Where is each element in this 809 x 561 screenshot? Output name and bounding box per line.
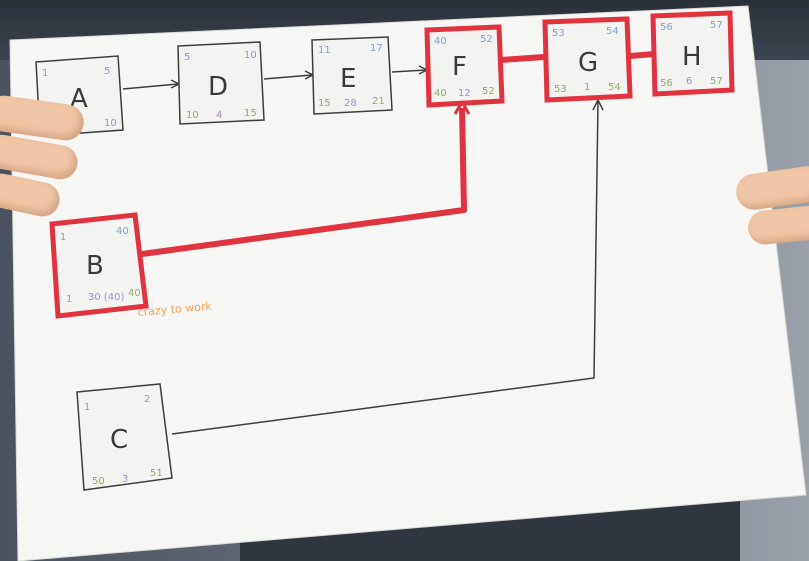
node-b-ef: 40 — [116, 226, 129, 237]
arrow-d-e — [263, 74, 313, 80]
node-c-label: C — [110, 425, 128, 455]
node-e-ef: 17 — [370, 43, 383, 54]
node-f-es: 40 — [434, 36, 447, 47]
node-e-es: 11 — [318, 45, 331, 56]
arrow-c-g — [171, 101, 599, 435]
node-d-label: D — [208, 72, 228, 102]
node-e-box — [311, 36, 393, 115]
node-d-dur: 4 — [216, 110, 222, 121]
node-d-ef: 10 — [244, 50, 257, 61]
node-h-ef: 57 — [710, 20, 723, 31]
node-f-lf: 52 — [482, 86, 495, 97]
node-c-box — [76, 383, 173, 491]
node-a-lf: 10 — [104, 118, 117, 129]
node-d-es: 5 — [184, 52, 190, 63]
node-c: C 1 2 50 3 51 — [76, 383, 173, 491]
node-b: B 1 40 1 30 (40) 40 — [49, 212, 149, 319]
node-b-lf: 40 — [128, 288, 141, 299]
critical-f-g — [500, 54, 545, 63]
node-f-dur: 12 — [458, 88, 471, 99]
node-g-lf: 54 — [608, 82, 621, 93]
node-c-ls: 50 — [92, 476, 105, 487]
node-b-es: 1 — [60, 232, 66, 243]
node-e-ls: 15 — [318, 98, 331, 109]
node-h-ls: 56 — [660, 78, 673, 89]
node-g: G 53 54 53 1 54 — [542, 16, 633, 103]
node-h-es: 56 — [660, 22, 673, 33]
node-a-ef: 5 — [104, 66, 110, 77]
node-h-label: H — [682, 42, 702, 72]
node-h-dur: 6 — [686, 76, 692, 87]
node-f-ls: 40 — [434, 88, 447, 99]
critical-g-h — [629, 51, 655, 59]
node-e-dur: 28 — [344, 98, 357, 109]
node-e: E 11 17 15 28 21 — [311, 36, 393, 115]
node-g-es: 53 — [552, 28, 565, 39]
node-c-ef: 2 — [144, 394, 150, 405]
node-d-box — [177, 41, 265, 125]
arrow-a-d — [122, 83, 179, 90]
node-g-ef: 54 — [606, 26, 619, 37]
node-b-ls: 1 — [66, 294, 72, 305]
critical-path — [141, 51, 655, 257]
node-e-label: E — [340, 64, 356, 94]
node-g-ls: 53 — [554, 84, 567, 95]
node-f: F 40 52 40 12 52 — [424, 24, 505, 108]
node-b-box — [49, 212, 149, 319]
node-h: H 56 57 56 6 57 — [650, 10, 735, 97]
node-g-label: G — [578, 48, 598, 78]
node-c-es: 1 — [84, 402, 90, 413]
node-f-label: F — [452, 52, 467, 82]
node-c-lf: 51 — [150, 468, 163, 479]
node-d-lf: 15 — [244, 108, 257, 119]
node-b-dur: 30 (40) — [88, 292, 125, 303]
node-e-lf: 21 — [372, 96, 385, 107]
node-h-box — [650, 10, 735, 97]
node-f-box — [424, 24, 505, 108]
critical-b-f — [141, 107, 467, 257]
arrow-e-f — [391, 69, 427, 73]
node-b-label: B — [86, 251, 104, 281]
node-h-lf: 57 — [710, 76, 723, 87]
node-g-dur: 1 — [584, 82, 590, 93]
node-d-ls: 10 — [186, 110, 199, 121]
node-f-ef: 52 — [480, 34, 493, 45]
node-a-es: 1 — [42, 68, 48, 79]
node-d: D 5 10 10 4 15 — [177, 41, 265, 125]
node-c-dur: 3 — [122, 474, 128, 485]
paper-sheet — [9, 5, 807, 561]
node-g-box — [542, 16, 633, 103]
